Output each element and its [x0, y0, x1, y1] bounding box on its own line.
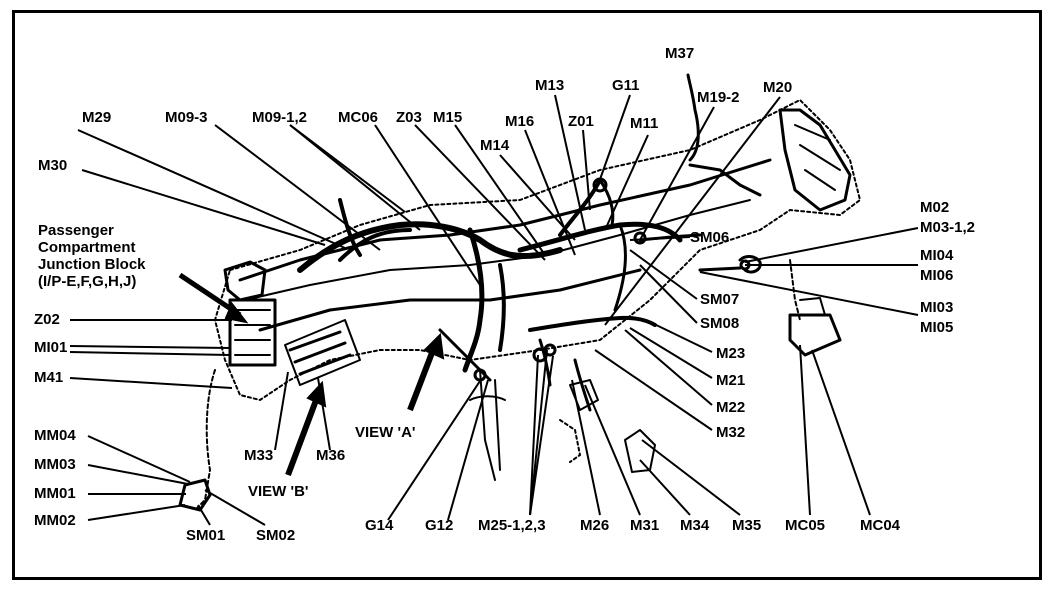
- label-z03: Z03: [396, 109, 422, 126]
- label-m37: M37: [665, 45, 695, 62]
- label-mc04: MC04: [860, 517, 901, 534]
- label-view-b: VIEW 'B': [248, 483, 309, 500]
- leader-lines: [69, 94, 919, 526]
- label-m23: M23: [716, 345, 746, 362]
- label-m20: M20: [763, 79, 793, 96]
- label-m15: M15: [433, 109, 463, 126]
- dashboard-harness-drawing: [178, 73, 861, 512]
- label-m31: M31: [630, 517, 660, 534]
- label-m02: M02: [920, 199, 950, 216]
- label-m33: M33: [244, 447, 274, 464]
- label-g12: G12: [425, 517, 454, 534]
- label-m16: M16: [505, 113, 535, 130]
- label-m35: M35: [732, 517, 762, 534]
- label-m22: M22: [716, 399, 746, 416]
- label-m36: M36: [316, 447, 346, 464]
- label-m11: M11: [630, 115, 659, 132]
- label-m29: M29: [82, 109, 112, 126]
- label-g11: G11: [612, 77, 640, 94]
- label-m34: M34: [680, 517, 710, 534]
- label-sm07: SM07: [700, 291, 740, 308]
- label-view-a: VIEW 'A': [355, 424, 416, 441]
- label-m09-1-2: M09-1,2: [252, 109, 308, 126]
- label-mc06: MC06: [338, 109, 379, 126]
- label-mi01: MI01: [34, 339, 68, 356]
- label-m03-1-2: M03-1,2: [920, 219, 976, 236]
- label-m21: M21: [716, 372, 746, 389]
- label-m14: M14: [480, 137, 510, 154]
- label-z02: Z02: [34, 311, 60, 328]
- passenger-junction-block-label: Passenger Compartment Junction Block (I/…: [38, 222, 146, 290]
- label-z01: Z01: [568, 113, 594, 130]
- label-sm08: SM08: [700, 315, 740, 332]
- label-mc05: MC05: [785, 517, 826, 534]
- label-m30: M30: [38, 157, 68, 174]
- label-sm02: SM02: [256, 527, 296, 544]
- label-m26: M26: [580, 517, 610, 534]
- label-m19-2: M19-2: [697, 89, 740, 106]
- label-m25-1-2-3: M25-1,2,3: [478, 517, 546, 534]
- label-m09-3: M09-3: [165, 109, 208, 126]
- label-mm01: MM01: [34, 485, 76, 502]
- label-m41: M41: [34, 369, 64, 386]
- label-mi05: MI05: [920, 319, 954, 336]
- label-mm03: MM03: [34, 456, 76, 473]
- label-sm01: SM01: [186, 527, 226, 544]
- label-mi04: MI04: [920, 247, 954, 264]
- label-mm02: MM02: [34, 512, 76, 529]
- label-m32: M32: [716, 424, 746, 441]
- label-mm04: MM04: [34, 427, 76, 444]
- label-sm06: SM06: [690, 229, 730, 246]
- label-mi03: MI03: [920, 299, 954, 316]
- label-m13: M13: [535, 77, 565, 94]
- label-mi06: MI06: [920, 267, 954, 284]
- label-g14: G14: [365, 517, 394, 534]
